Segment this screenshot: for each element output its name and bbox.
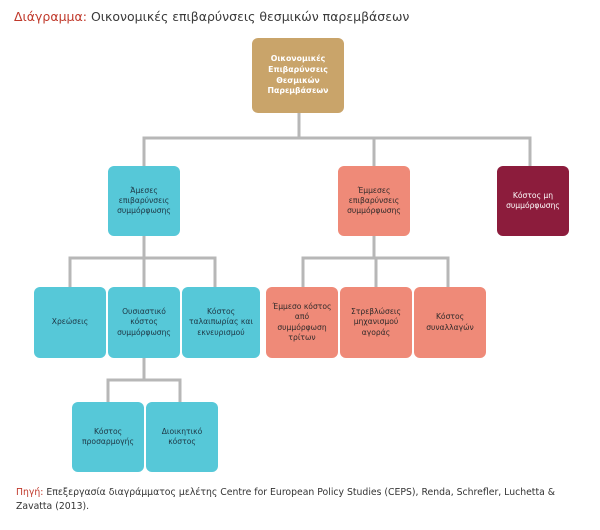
node-root: Οικονομικές Επιβαρύνσεις Θεσμικών Παρεμβ… bbox=[252, 38, 344, 113]
node-noncompliance-cost: Κόστος μη συμμόρφωσης bbox=[497, 166, 569, 236]
node-market-distortions: Στρεβλώσεις μηχανισμού αγοράς bbox=[340, 287, 412, 358]
node-indirect-compliance-costs: Έμμεσες επιβαρύνσεις συμμόρφωσης bbox=[338, 166, 410, 236]
diagram-title: Διάγραμμα: Οικονομικές επιβαρύνσεις θεσμ… bbox=[14, 9, 409, 24]
node-administrative-cost: Διοικητικό κόστος bbox=[146, 402, 218, 472]
node-indirect-third-party-cost: Έμμεσο κόστος από συμμόρφωση τρίτων bbox=[266, 287, 338, 358]
title-label: Διάγραμμα: bbox=[14, 9, 87, 24]
node-transaction-cost: Κόστος συναλλαγών bbox=[414, 287, 486, 358]
node-hassle-cost: Κόστος ταλαιπωρίας και εκνευρισμού bbox=[182, 287, 260, 358]
node-direct-compliance-costs: Άμεσες επιβαρύνσεις συμμόρφωσης bbox=[108, 166, 180, 236]
source-text: Επεξεργασία διαγράμματος μελέτης Centre … bbox=[16, 487, 555, 513]
source-label: Πηγή: bbox=[16, 487, 44, 498]
node-fees: Χρεώσεις bbox=[34, 287, 106, 358]
title-text: Οικονομικές επιβαρύνσεις θεσμικών παρεμβ… bbox=[90, 9, 410, 24]
node-adjustment-cost: Κόστος προσαρμογής bbox=[72, 402, 144, 472]
node-substantive-compliance-cost: Ουσιαστικό κόστος συμμόρφωσης bbox=[108, 287, 180, 358]
source-note: Πηγή: Επεξεργασία διαγράμματος μελέτης C… bbox=[16, 486, 584, 515]
